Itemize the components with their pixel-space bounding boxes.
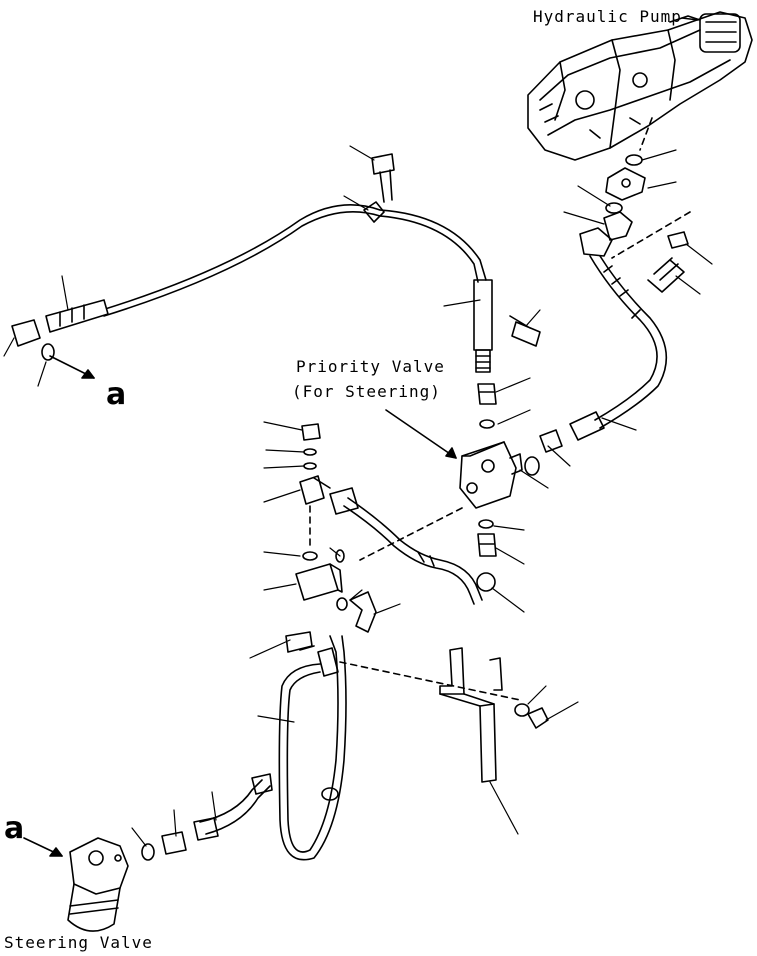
ref-a-bottom-label: a bbox=[4, 811, 25, 846]
valve-top-o-ring bbox=[479, 419, 495, 429]
callout-leader-lines bbox=[3, 145, 713, 847]
mounting-bracket bbox=[439, 647, 503, 783]
flange-dash-line bbox=[611, 211, 691, 259]
upper-left-o-ring bbox=[41, 343, 55, 361]
steering-supply-hose bbox=[199, 779, 263, 823]
hose-bolt-mid bbox=[509, 315, 541, 347]
lower-dash-line bbox=[339, 661, 521, 701]
pump-flange bbox=[605, 167, 646, 201]
pump-o-ring bbox=[625, 154, 643, 166]
pump-pressure-hose bbox=[589, 255, 658, 421]
steering-o-ring bbox=[141, 843, 155, 861]
u-bolt-clamp bbox=[285, 631, 315, 653]
valve-dash-line bbox=[359, 507, 463, 561]
lower-return-hose bbox=[286, 635, 339, 853]
priority-to-block-hose bbox=[347, 497, 483, 601]
hose-fitting-right bbox=[569, 411, 605, 441]
priority-valve-label-line1: Priority Valve bbox=[296, 357, 445, 376]
hydraulic-pump bbox=[527, 11, 753, 161]
upper-steering-hose bbox=[45, 204, 493, 373]
valve-top-connector bbox=[477, 383, 497, 405]
ref-a-top-label: a bbox=[106, 377, 127, 412]
priority-valve-pointer bbox=[385, 409, 457, 459]
plug-fitting bbox=[301, 423, 321, 441]
valve-bottom-connector bbox=[477, 533, 497, 557]
lower-hose-clip bbox=[317, 647, 339, 677]
pump-washer bbox=[667, 231, 689, 249]
pump-pointer-line bbox=[681, 17, 699, 21]
steering-adapter bbox=[161, 831, 187, 855]
pump-dash-line bbox=[639, 117, 653, 151]
block-o-ring bbox=[302, 551, 318, 561]
valve-bottom-nut bbox=[476, 572, 496, 592]
elbow-adapter bbox=[299, 475, 331, 505]
hose-end-flange bbox=[579, 227, 613, 257]
clamp-bolt bbox=[371, 153, 395, 203]
elbow-fitting bbox=[349, 591, 377, 633]
priority-valve-label-line2: (For Steering) bbox=[292, 382, 441, 401]
steering-valve-label: Steering Valve bbox=[4, 933, 153, 952]
pump-bolt bbox=[647, 257, 685, 293]
flange-o-ring bbox=[605, 202, 623, 214]
elbow-o-ring bbox=[336, 597, 348, 611]
split-flange-half bbox=[603, 211, 633, 241]
bracket-washer bbox=[514, 703, 530, 717]
steering-valve-body bbox=[67, 837, 129, 932]
manifold-block bbox=[295, 563, 343, 601]
small-o-ring-2 bbox=[303, 462, 317, 470]
small-o-ring-1 bbox=[303, 448, 317, 456]
priority-valve-body bbox=[459, 441, 523, 509]
hydraulic-pump-label: Hydraulic Pump bbox=[533, 7, 682, 26]
adapter-right bbox=[539, 429, 563, 453]
bracket-nut bbox=[527, 707, 549, 729]
valve-bottom-o-ring bbox=[478, 519, 494, 529]
hose-clamp bbox=[363, 201, 385, 223]
upper-left-fitting bbox=[11, 319, 41, 347]
